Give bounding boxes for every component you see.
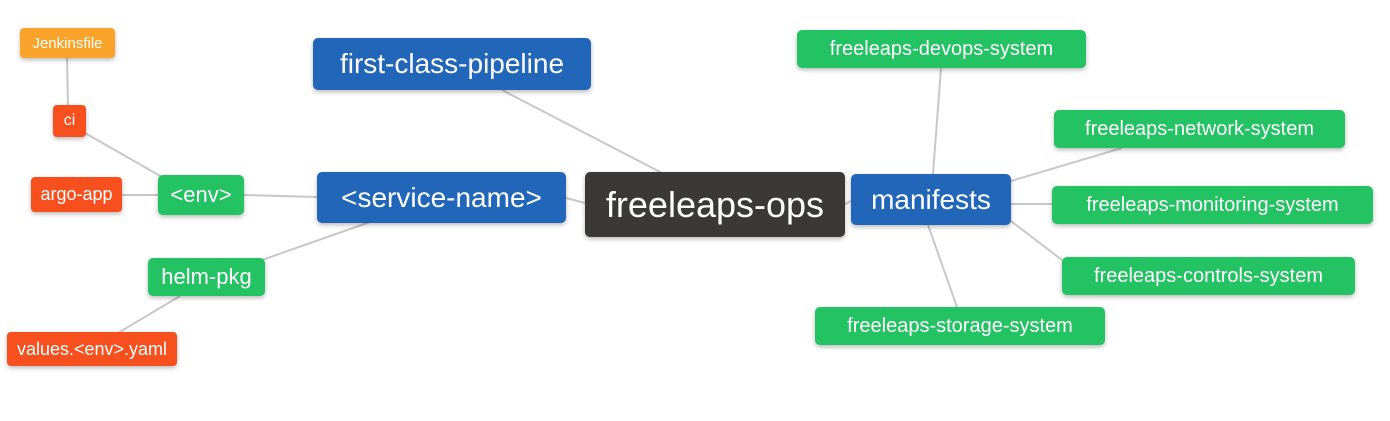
node-service-name[interactable]: <service-name> (317, 172, 566, 223)
edge-helm-pkg-values (117, 295, 181, 334)
node-argo-app-label: argo-app (40, 184, 113, 204)
node-ci-label: ci (63, 112, 76, 129)
node-freeleaps-controls-system[interactable]: freeleaps-controls-system (1062, 257, 1355, 295)
edge-ops-manifests (844, 200, 852, 205)
node-jenkinsfile[interactable]: Jenkinsfile (20, 28, 115, 58)
node-jenkinsfile-label: Jenkinsfile (32, 34, 103, 52)
node-env[interactable]: <env> (158, 175, 244, 215)
node-ci[interactable]: ci (53, 105, 86, 137)
edge-service-name-ops (565, 197, 586, 204)
node-argo-app[interactable]: argo-app (31, 177, 122, 212)
edge-ci-env (84, 132, 163, 178)
node-freeleaps-ops[interactable]: freeleaps-ops (585, 172, 845, 237)
node-freeleaps-storage-system-label: freeleaps-storage-system (847, 314, 1073, 337)
edge-pipeline-ops (501, 89, 663, 174)
node-freeleaps-monitoring-system-label: freeleaps-monitoring-system (1086, 193, 1339, 216)
edge-manifests-controls (1010, 220, 1063, 261)
node-freeleaps-storage-system[interactable]: freeleaps-storage-system (815, 307, 1105, 345)
node-manifests[interactable]: manifests (851, 174, 1011, 225)
node-env-label: <env> (170, 182, 232, 207)
edge-service-name-helm-pkg (261, 221, 371, 261)
edge-manifests-devops (932, 67, 942, 175)
node-helm-pkg-label: helm-pkg (161, 264, 252, 289)
edge-manifests-network (1010, 147, 1123, 182)
node-freeleaps-network-system-label: freeleaps-network-system (1085, 117, 1314, 140)
node-values-env-yaml-label: values.<env>.yaml (16, 338, 168, 359)
edge-jenkinsfile-ci (66, 57, 69, 106)
node-freeleaps-controls-system-label: freeleaps-controls-system (1094, 264, 1323, 287)
node-freeleaps-devops-system-label: freeleaps-devops-system (829, 37, 1054, 60)
node-service-name-label: <service-name> (341, 181, 542, 213)
node-helm-pkg[interactable]: helm-pkg (148, 258, 265, 296)
node-freeleaps-network-system[interactable]: freeleaps-network-system (1054, 110, 1345, 148)
node-freeleaps-monitoring-system[interactable]: freeleaps-monitoring-system (1052, 186, 1373, 224)
node-first-class-pipeline[interactable]: first-class-pipeline (313, 38, 591, 90)
edge-manifests-storage (927, 224, 958, 308)
node-values-env-yaml[interactable]: values.<env>.yaml (7, 332, 177, 366)
edge-env-service-name (243, 194, 318, 198)
node-manifests-label: manifests (871, 183, 991, 215)
node-freeleaps-devops-system[interactable]: freeleaps-devops-system (797, 30, 1086, 68)
node-first-class-pipeline-label: first-class-pipeline (339, 48, 565, 79)
node-freeleaps-ops-label: freeleaps-ops (605, 183, 825, 225)
